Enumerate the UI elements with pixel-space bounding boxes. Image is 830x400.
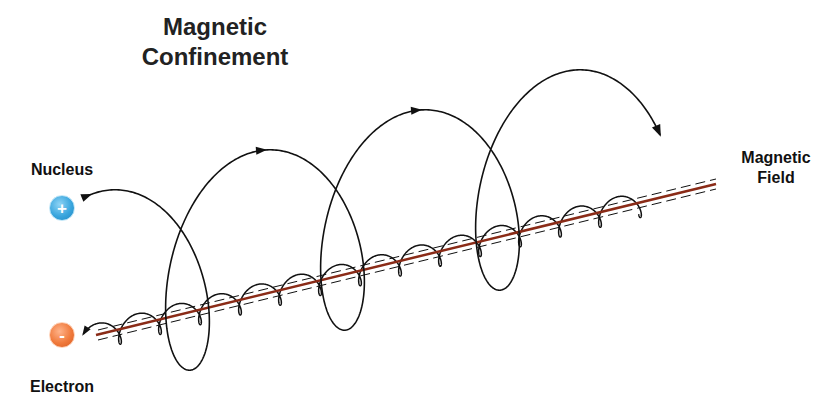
particle-node: - Electron [20,322,104,396]
arrowheads [80,107,661,336]
plus-sign: + [57,200,67,217]
nucleus-label: Nucleus [31,160,93,179]
nucleus-helix [86,70,660,370]
field-line [98,189,716,340]
arrowhead [411,107,422,115]
magnetic-field-line [96,184,716,335]
nucleus-circle: + [49,195,75,221]
minus-sign: - [59,327,65,344]
arrowhead [652,124,661,137]
diagram-title: Magnetic Confinement [125,12,305,72]
electron-label: Electron [30,377,94,396]
arrowhead [256,147,267,155]
field-line [98,179,716,330]
arrowhead [82,325,90,335]
arrowhead [80,194,92,202]
field-label: Magnetic Field [728,148,824,188]
electron-circle: - [49,322,75,348]
particle-node: Nucleus + [20,160,104,221]
